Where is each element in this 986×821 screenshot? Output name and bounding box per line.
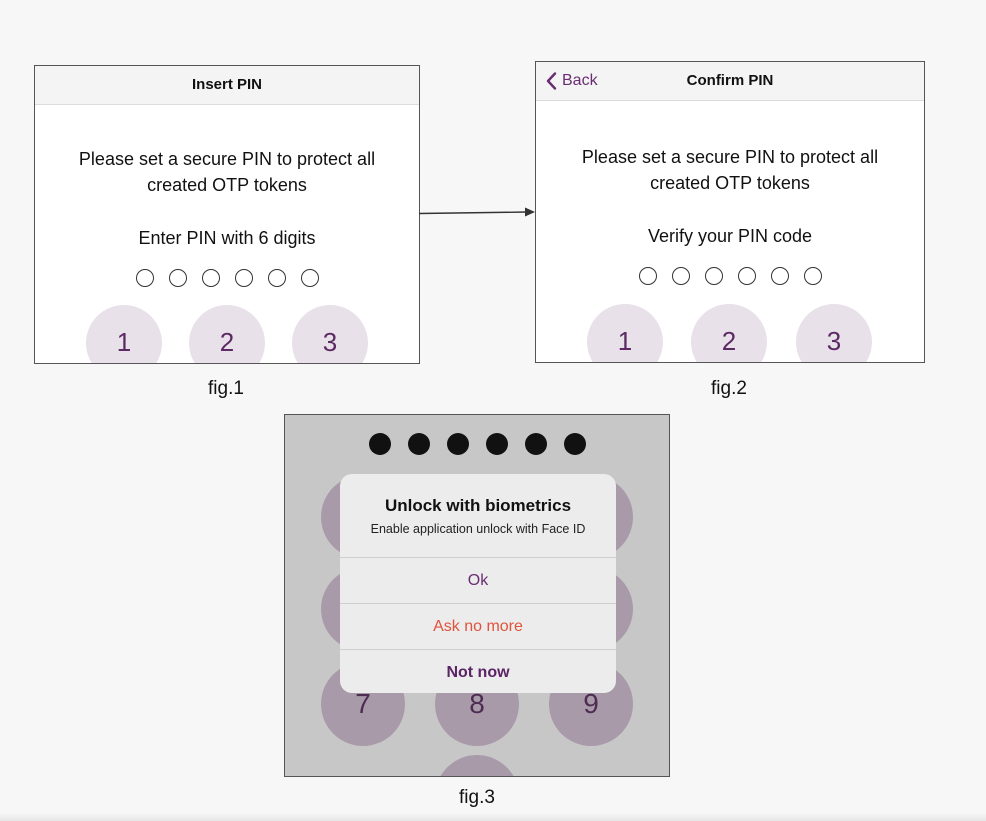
pin-dot — [737, 267, 756, 285]
pin-dot — [234, 269, 253, 287]
pin-dot — [267, 269, 286, 287]
chevron-left-icon — [546, 72, 557, 90]
alert-message: Enable application unlock with Face ID — [370, 522, 586, 536]
fig2-key-2[interactable]: 2 — [691, 304, 767, 362]
pin-dot-filled — [524, 433, 547, 455]
pin-dot — [671, 267, 690, 285]
fig2-pin-dots — [536, 267, 924, 285]
fig2-prompt-line1: Please set a secure PIN to protect all — [581, 147, 879, 167]
biometrics-alert: Unlock with biometrics Enable applicatio… — [340, 474, 616, 693]
ok-button[interactable]: Ok — [340, 558, 616, 604]
pin-dot — [803, 267, 822, 285]
fig1-key-3[interactable]: 3 — [292, 305, 368, 363]
fig2-screen: Back Confirm PIN Please set a secure PIN… — [535, 61, 925, 363]
fig2-caption: fig.2 — [711, 378, 747, 399]
back-button-label: Back — [562, 72, 598, 89]
fig2-key-1[interactable]: 1 — [587, 304, 663, 362]
alert-title: Unlock with biometrics — [384, 496, 572, 515]
not-now-button[interactable]: Not now — [446, 664, 510, 681]
fig3-caption: fig.3 — [459, 787, 495, 808]
fig1-screen: Insert PIN Please set a secure PIN to pr… — [34, 65, 420, 364]
fig1-key-1[interactable]: 1 — [86, 305, 162, 363]
alert-header: Unlock with biometrics Enable applicatio… — [340, 474, 616, 558]
pin-dot — [770, 267, 789, 285]
bottom-edge — [0, 813, 986, 821]
pin-dot-filled — [368, 433, 391, 455]
fig1-prompt-line1: Please set a secure PIN to protect all — [78, 149, 376, 169]
pin-dot — [300, 269, 319, 287]
fig1-key-2[interactable]: 2 — [189, 305, 265, 363]
flow-arrow — [419, 207, 535, 217]
pin-dot-filled — [446, 433, 469, 455]
pin-dot-filled — [563, 433, 586, 455]
fig1-caption: fig.1 — [208, 378, 244, 399]
fig3-key — [435, 755, 519, 776]
pin-dot — [168, 269, 187, 287]
back-button[interactable]: Back — [546, 70, 598, 92]
fig1-nav-title: Insert PIN — [191, 76, 263, 93]
fig1-pin-dots — [35, 269, 419, 287]
pin-dot — [704, 267, 723, 285]
pin-dot — [201, 269, 220, 287]
fig3-pin-dots — [285, 433, 669, 455]
fig3-screen: 7 8 9 Unlock with biometrics Enable appl… — [284, 414, 670, 777]
fig1-navbar: Insert PIN — [35, 66, 419, 105]
fig2-prompt: Please set a secure PIN to protect all c… — [536, 144, 924, 196]
fig2-key-3[interactable]: 3 — [796, 304, 872, 362]
pin-dot — [638, 267, 657, 285]
ask-no-more-button[interactable]: Ask no more — [340, 604, 616, 650]
fig1-prompt: Please set a secure PIN to protect all c… — [35, 146, 419, 198]
fig2-subprompt: Verify your PIN code — [647, 226, 813, 246]
pin-dot-filled — [485, 433, 508, 455]
pin-dot — [135, 269, 154, 287]
fig2-nav-title: Confirm PIN — [686, 72, 774, 89]
pin-dot-filled — [407, 433, 430, 455]
fig1-subprompt: Enter PIN with 6 digits — [138, 228, 316, 248]
fig2-navbar: Back Confirm PIN — [536, 62, 924, 101]
fig2-prompt-line2: created OTP tokens — [650, 173, 810, 193]
fig1-prompt-line2: created OTP tokens — [147, 175, 307, 195]
